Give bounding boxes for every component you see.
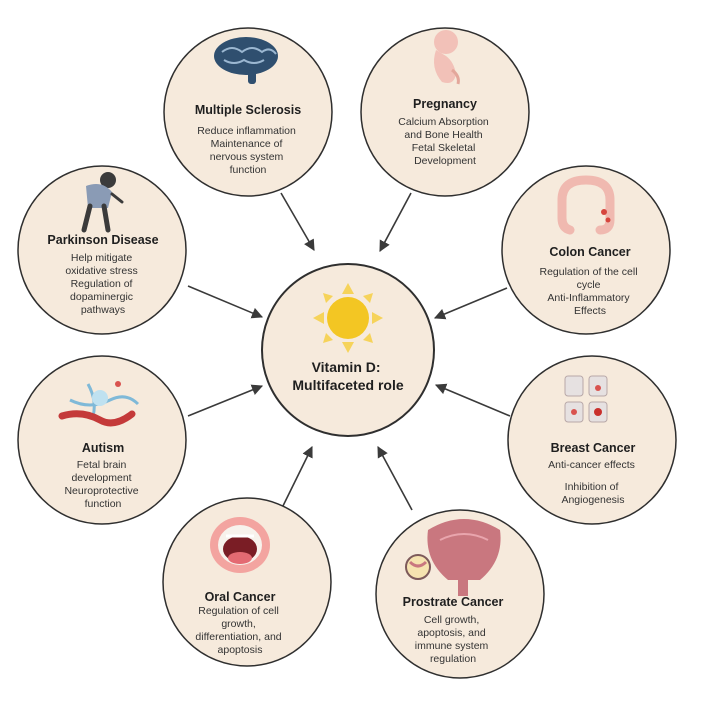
node-title-text: Colon Cancer	[549, 245, 630, 259]
node-pregnancy: Pregnancy Calcium Absorption and Bone He…	[360, 27, 530, 197]
node-title-text: Prostrate Cancer	[403, 595, 504, 609]
desc-line: oxidative stress	[65, 265, 137, 277]
desc-line: Regulation of the cell	[540, 266, 638, 278]
mouth-icon	[210, 517, 270, 573]
desc-line: Anti-Inflammatory	[547, 292, 630, 304]
neuron-icon	[58, 381, 140, 427]
desc-line: Regulation of	[71, 278, 133, 290]
desc-line: apoptosis	[218, 644, 263, 656]
stooped-person-icon	[81, 172, 124, 233]
arrow-multiple-sclerosis	[280, 192, 315, 251]
desc-line: Neuroprotective	[64, 485, 138, 497]
arrow-pregnancy	[379, 192, 412, 252]
desc-line: apoptosis, and	[417, 627, 485, 639]
desc-line: pathways	[81, 304, 125, 316]
desc-line: dopaminergic	[70, 291, 133, 303]
node-prostrate-cancer: Prostrate Cancer Cell growth, apoptosis,…	[375, 509, 545, 679]
desc-line: function	[230, 164, 267, 176]
arrow-autism	[187, 384, 264, 417]
fetus-icon	[434, 30, 460, 85]
desc-line: Reduce inflammation	[197, 125, 296, 137]
node-title-text: Multiple Sclerosis	[195, 103, 301, 117]
node-colon-cancer: Colon Cancer Regulation of the cell cycl…	[501, 165, 671, 335]
node-circle	[501, 165, 671, 335]
center-node: Vitamin D: Multifaceted role	[261, 263, 435, 437]
node-title-text: Breast Cancer	[551, 441, 636, 455]
desc-line: Development	[414, 155, 476, 167]
node-title-text: Parkinson Disease	[47, 233, 158, 247]
node-title-text: Oral Cancer	[205, 590, 276, 604]
arrow-parkinson-disease	[187, 285, 264, 319]
node-title: Prostrate Cancer	[403, 595, 504, 609]
node-description: Reduce inflammation Maintenance of nervo…	[197, 125, 299, 176]
desc-line: Maintenance of	[211, 138, 283, 150]
node-title: Autism	[82, 441, 124, 455]
node-description: Calcium Absorption and Bone Health Fetal…	[398, 116, 491, 167]
sun-icon	[313, 283, 383, 353]
brain-icon	[214, 37, 278, 84]
node-title: Colon Cancer	[549, 245, 630, 259]
node-description: Anti-cancer effects Inhibition of Angiog…	[548, 459, 638, 506]
node-description: Fetal brain development Neuroprotective …	[64, 459, 141, 510]
node-title: Parkinson Disease	[47, 233, 158, 247]
arrow-breast-cancer	[434, 383, 511, 417]
colon-icon	[557, 175, 615, 235]
desc-line: Effects	[574, 305, 606, 317]
node-circle	[360, 27, 530, 197]
node-circle	[17, 355, 187, 525]
center-title-line-2: Multifaceted role	[292, 377, 403, 393]
prostate-icon	[405, 519, 501, 596]
desc-line: differentiation, and	[195, 631, 281, 643]
desc-line: Inhibition of	[565, 481, 619, 493]
desc-line: growth,	[221, 618, 255, 630]
node-description: Cell growth, apoptosis, and immune syste…	[415, 614, 491, 665]
desc-line: Help mitigate	[71, 252, 132, 264]
desc-line: and Bone Health	[404, 129, 482, 141]
node-parkinson-disease: Parkinson Disease Help mitigate oxidativ…	[17, 165, 187, 335]
desc-line: Calcium Absorption	[398, 116, 489, 128]
breast-tissue-icon	[564, 375, 608, 423]
node-title: Oral Cancer	[205, 590, 276, 604]
desc-line: Angiogenesis	[561, 494, 624, 506]
desc-line: development	[71, 472, 131, 484]
node-circle	[162, 497, 332, 667]
desc-line: Fetal Skeletal	[412, 142, 476, 154]
desc-line: nervous system	[210, 151, 284, 163]
node-breast-cancer: Breast Cancer Anti-cancer effects Inhibi…	[507, 355, 677, 525]
center-title: Vitamin D: Multifaceted role	[292, 359, 403, 393]
node-autism: Autism Fetal brain development Neuroprot…	[17, 355, 187, 525]
arrow-colon-cancer	[433, 287, 508, 320]
desc-line: Anti-cancer effects	[548, 459, 635, 471]
node-title: Pregnancy	[413, 97, 477, 111]
desc-line: Regulation of cell	[198, 605, 279, 617]
desc-line: function	[85, 498, 122, 510]
node-oral-cancer: Oral Cancer Regulation of cell growth, d…	[162, 497, 332, 667]
desc-line: Fetal brain	[77, 459, 127, 471]
node-circle	[507, 355, 677, 525]
node-circle	[163, 27, 333, 197]
desc-line: regulation	[430, 653, 476, 665]
node-title-text: Pregnancy	[413, 97, 477, 111]
desc-line: cycle	[577, 279, 601, 291]
arrow-prostrate-cancer	[377, 446, 413, 511]
node-title: Multiple Sclerosis	[195, 103, 301, 117]
node-description: Help mitigate oxidative stress Regulatio…	[65, 252, 140, 316]
node-title: Breast Cancer	[551, 441, 636, 455]
node-description: Regulation of the cell cycle Anti-Inflam…	[540, 266, 641, 317]
center-title-line-1: Vitamin D:	[312, 359, 381, 375]
arrow-oral-cancer	[279, 445, 313, 513]
desc-line: immune system	[415, 640, 489, 652]
arrows-layer	[187, 192, 511, 513]
node-description: Regulation of cell growth, differentiati…	[195, 605, 284, 656]
node-multiple-sclerosis: Multiple Sclerosis Reduce inflammation M…	[163, 27, 333, 197]
node-circle	[17, 165, 187, 335]
node-title-text: Autism	[82, 441, 124, 455]
desc-line: Cell growth,	[424, 614, 479, 626]
